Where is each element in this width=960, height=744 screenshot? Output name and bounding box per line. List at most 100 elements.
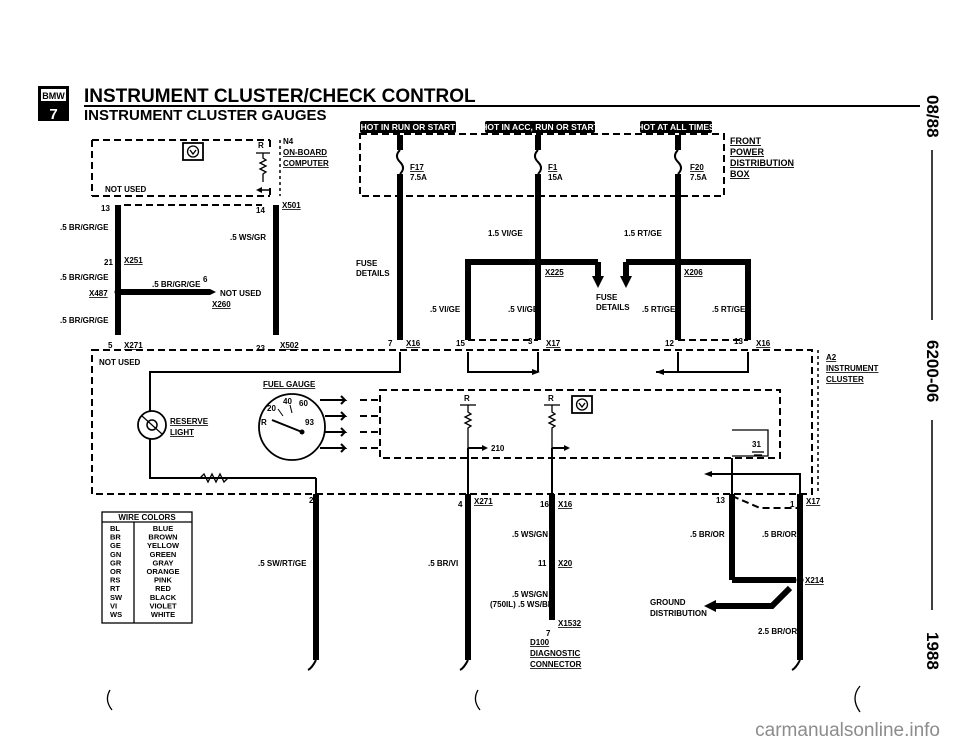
wire-label-1-5-rt-ge: 1.5 RT/GE [624,229,662,238]
reserve-light-bulb-icon [137,410,167,440]
connector-x501: X501 [282,201,301,210]
gauge-scale-93: 93 [305,418,314,427]
pin-4: 4 [458,500,463,509]
arrow-icon [704,600,716,612]
svg-text:15A: 15A [548,173,563,182]
fuse-details-arrow-icon [592,276,604,288]
front-box-label-3: DISTRIBUTION [730,158,794,168]
not-used-label-3: NOT USED [99,358,141,367]
legend-color-name: ORANGE [147,567,180,576]
pin-13b: 13 [734,337,743,346]
connector-x214: X214 [805,576,824,585]
watermark-text: carmanualsonline.info [755,720,940,741]
arrow-icon [482,445,488,451]
resistor-r-label: R [258,141,264,150]
svg-text:7.5A: 7.5A [690,173,707,182]
front-box-label-4: BOX [730,169,750,179]
pin-14: 14 [256,206,265,215]
front-power-box-outline [359,133,725,197]
arrow-icon [704,471,712,477]
arrow-icon [532,369,540,375]
pin-210: 210 [491,444,505,453]
wire-label-rt-ge-a: .5 RT/GE [642,305,676,314]
pin-15: 15 [456,339,465,348]
front-box-label-1: FRONT [730,136,761,146]
internal-wire-vi [467,352,538,373]
connector-x225: X225 [545,268,564,277]
arrow-icon [210,289,216,295]
badge-top-text: BMW [42,91,65,101]
connector-x271b: X271 [474,497,493,506]
pin-31: 31 [752,440,761,449]
pin-3: 3 [528,337,533,346]
n4-label-1: N4 [283,137,294,146]
wire-label-ws-gn-2: .5 WS/GN [512,590,548,599]
splice-dot [114,288,122,296]
ground-module-icon [571,395,593,414]
fuse-details-label-a: FUSE [356,259,378,268]
internal-wire-rt [677,352,749,373]
page-subtitle: INSTRUMENT CLUSTER GAUGES [84,107,327,124]
wire-x206-bus [626,259,751,340]
wire-x225-bus [465,259,598,340]
hot-run-start-badge: HOT IN RUN OR START [360,121,456,133]
fuse-f17: F17 7.5A [396,149,427,182]
pin-13c: 13 [716,496,725,505]
wire-ground-distribution [712,585,793,609]
legend-color-name: GREEN [150,550,177,559]
d100-label-1: D100 [530,638,550,647]
connector-x1532: X1532 [558,619,582,628]
connector-x20: X20 [558,559,573,568]
legend-color-name: VIOLET [149,601,177,610]
reserve-light-label-1: RESERVE [170,417,209,426]
wire-colors-title: WIRE COLORS [118,513,176,522]
hot-all-times-badge: HOT AT ALL TIMES [637,121,715,133]
legend-code: WS [110,610,122,619]
wire-label-br-or-1: .5 BR/OR [690,530,725,539]
wire-label-rt-ge-b: .5 RT/GE [712,305,746,314]
reserve-light-label-2: LIGHT [170,428,194,437]
legend-code: SW [110,593,123,602]
a2-label-3: CLUSTER [826,375,864,384]
wire-label-vi-ge-b: .5 VI/GE [508,305,539,314]
ground-distribution-label-2: DISTRIBUTION [650,609,707,618]
splice-dot [534,258,542,266]
connector-x16b: X16 [756,339,771,348]
legend-color-name: YELLOW [147,541,180,550]
resistor-icon [258,153,268,182]
splice-dot [674,258,682,266]
wire-continuation-icon [307,659,317,671]
connector-x251: X251 [124,256,143,265]
legend-color-name: RED [155,584,171,593]
legend-code: GN [110,550,121,559]
cluster-subbox-outline [379,389,781,459]
connector-x16: X16 [406,339,421,348]
front-box-label-2: POWER [730,147,765,157]
legend-code: BL [110,524,120,533]
scan-mark [854,685,861,713]
pin-12: 12 [665,339,674,348]
bmw-badge: BMW 7 [38,86,69,123]
gauge-scale-60: 60 [299,399,308,408]
fuel-gauge-label: FUEL GAUGE [263,380,316,389]
badge-bottom-text: 7 [49,106,57,123]
pin-16: 16 [540,500,549,509]
instrument-cluster-outline [91,349,813,495]
svg-text:F17: F17 [410,163,424,172]
connector-x502: X502 [280,341,299,350]
gauge-scale-40: 40 [283,397,292,406]
wire-continuation-icon [791,659,801,671]
d100-label-3: CONNECTOR [530,660,582,669]
side-year: 1988 [923,632,942,670]
d100-label-2: DIAGNOSTIC [530,649,580,658]
legend-code: RS [110,576,120,585]
fuse-f20: F20 7.5A [674,149,707,182]
n4-label-3: COMPUTER [283,159,329,168]
pin-23: 23 [256,344,265,353]
pin-6: 6 [203,275,208,284]
legend-code: GE [110,541,121,550]
wire-label-br-vi: .5 BR/VI [428,559,458,568]
resistor-icon [547,405,557,448]
